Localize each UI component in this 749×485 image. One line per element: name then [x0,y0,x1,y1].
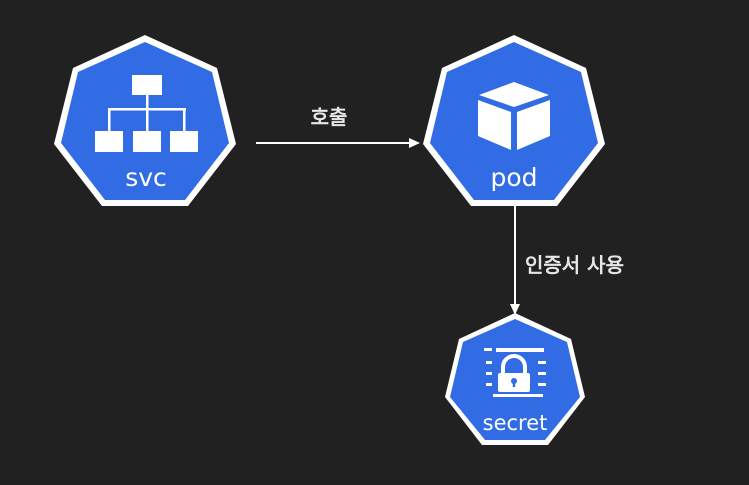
secret-lock-icon [484,348,546,397]
pod-cube-icon [478,82,550,150]
edge-pod-to-secret: 인증서 사용 [510,202,624,315]
node-svc-label: svc [125,163,167,192]
node-pod-body [430,42,598,200]
node-secret: secret [445,313,585,445]
node-svc: svc [54,35,236,206]
node-pod-label: pod [490,163,537,192]
arrow-head-down-icon [510,304,520,315]
arrow-head-right-icon [409,138,420,148]
service-icon [95,75,198,152]
node-secret-label: secret [483,411,548,435]
edge-label-use-certificate: 인증서 사용 [525,253,624,277]
edge-svc-to-pod: 호출 [256,105,420,148]
node-svc-body [61,42,229,200]
edge-label-call: 호출 [311,105,348,129]
node-pod: pod [423,35,605,206]
